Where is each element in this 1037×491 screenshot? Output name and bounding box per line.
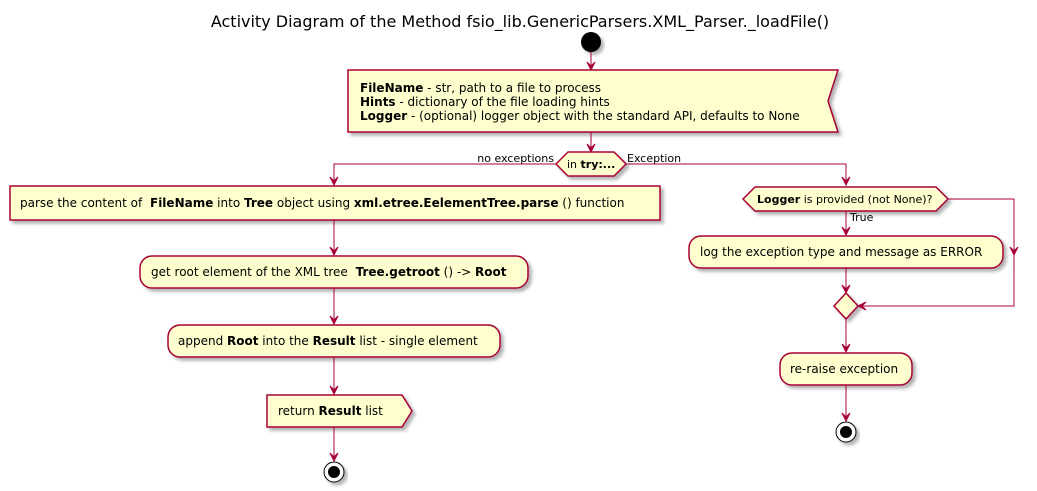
parse-step-label: parse the content of FileName into Tree …	[20, 196, 624, 210]
input-parameters-box	[347, 69, 840, 133]
end-node-exception	[835, 421, 857, 443]
no-exceptions-label: no exceptions	[477, 152, 554, 165]
log-error-step-label: log the exception type and message as ER…	[700, 245, 982, 259]
logger-decision-label: Logger is provided (not None)?	[757, 193, 933, 206]
true-label: True	[849, 211, 874, 224]
exception-label: Exception	[627, 152, 681, 165]
input-line-hints: Hints - dictionary of the file loading h…	[360, 95, 610, 109]
getroot-step-label: get root element of the XML tree Tree.ge…	[151, 265, 507, 279]
merge-node	[832, 291, 860, 321]
reraise-step-label: re-raise exception	[790, 362, 898, 376]
start-node	[581, 32, 601, 52]
diagram-title: Activity Diagram of the Method fsio_lib.…	[211, 12, 829, 32]
return-step-label: return Result list	[278, 404, 383, 418]
end-node-success	[323, 461, 345, 483]
try-decision-label: in try:...	[567, 158, 615, 171]
parse-step	[9, 185, 661, 221]
append-step-label: append Root into the Result list - singl…	[178, 334, 478, 348]
input-line-logger: Logger - (optional) logger object with t…	[360, 109, 800, 123]
input-line-filename: FileName - str, path to a file to proces…	[360, 81, 601, 95]
return-step	[266, 394, 413, 428]
